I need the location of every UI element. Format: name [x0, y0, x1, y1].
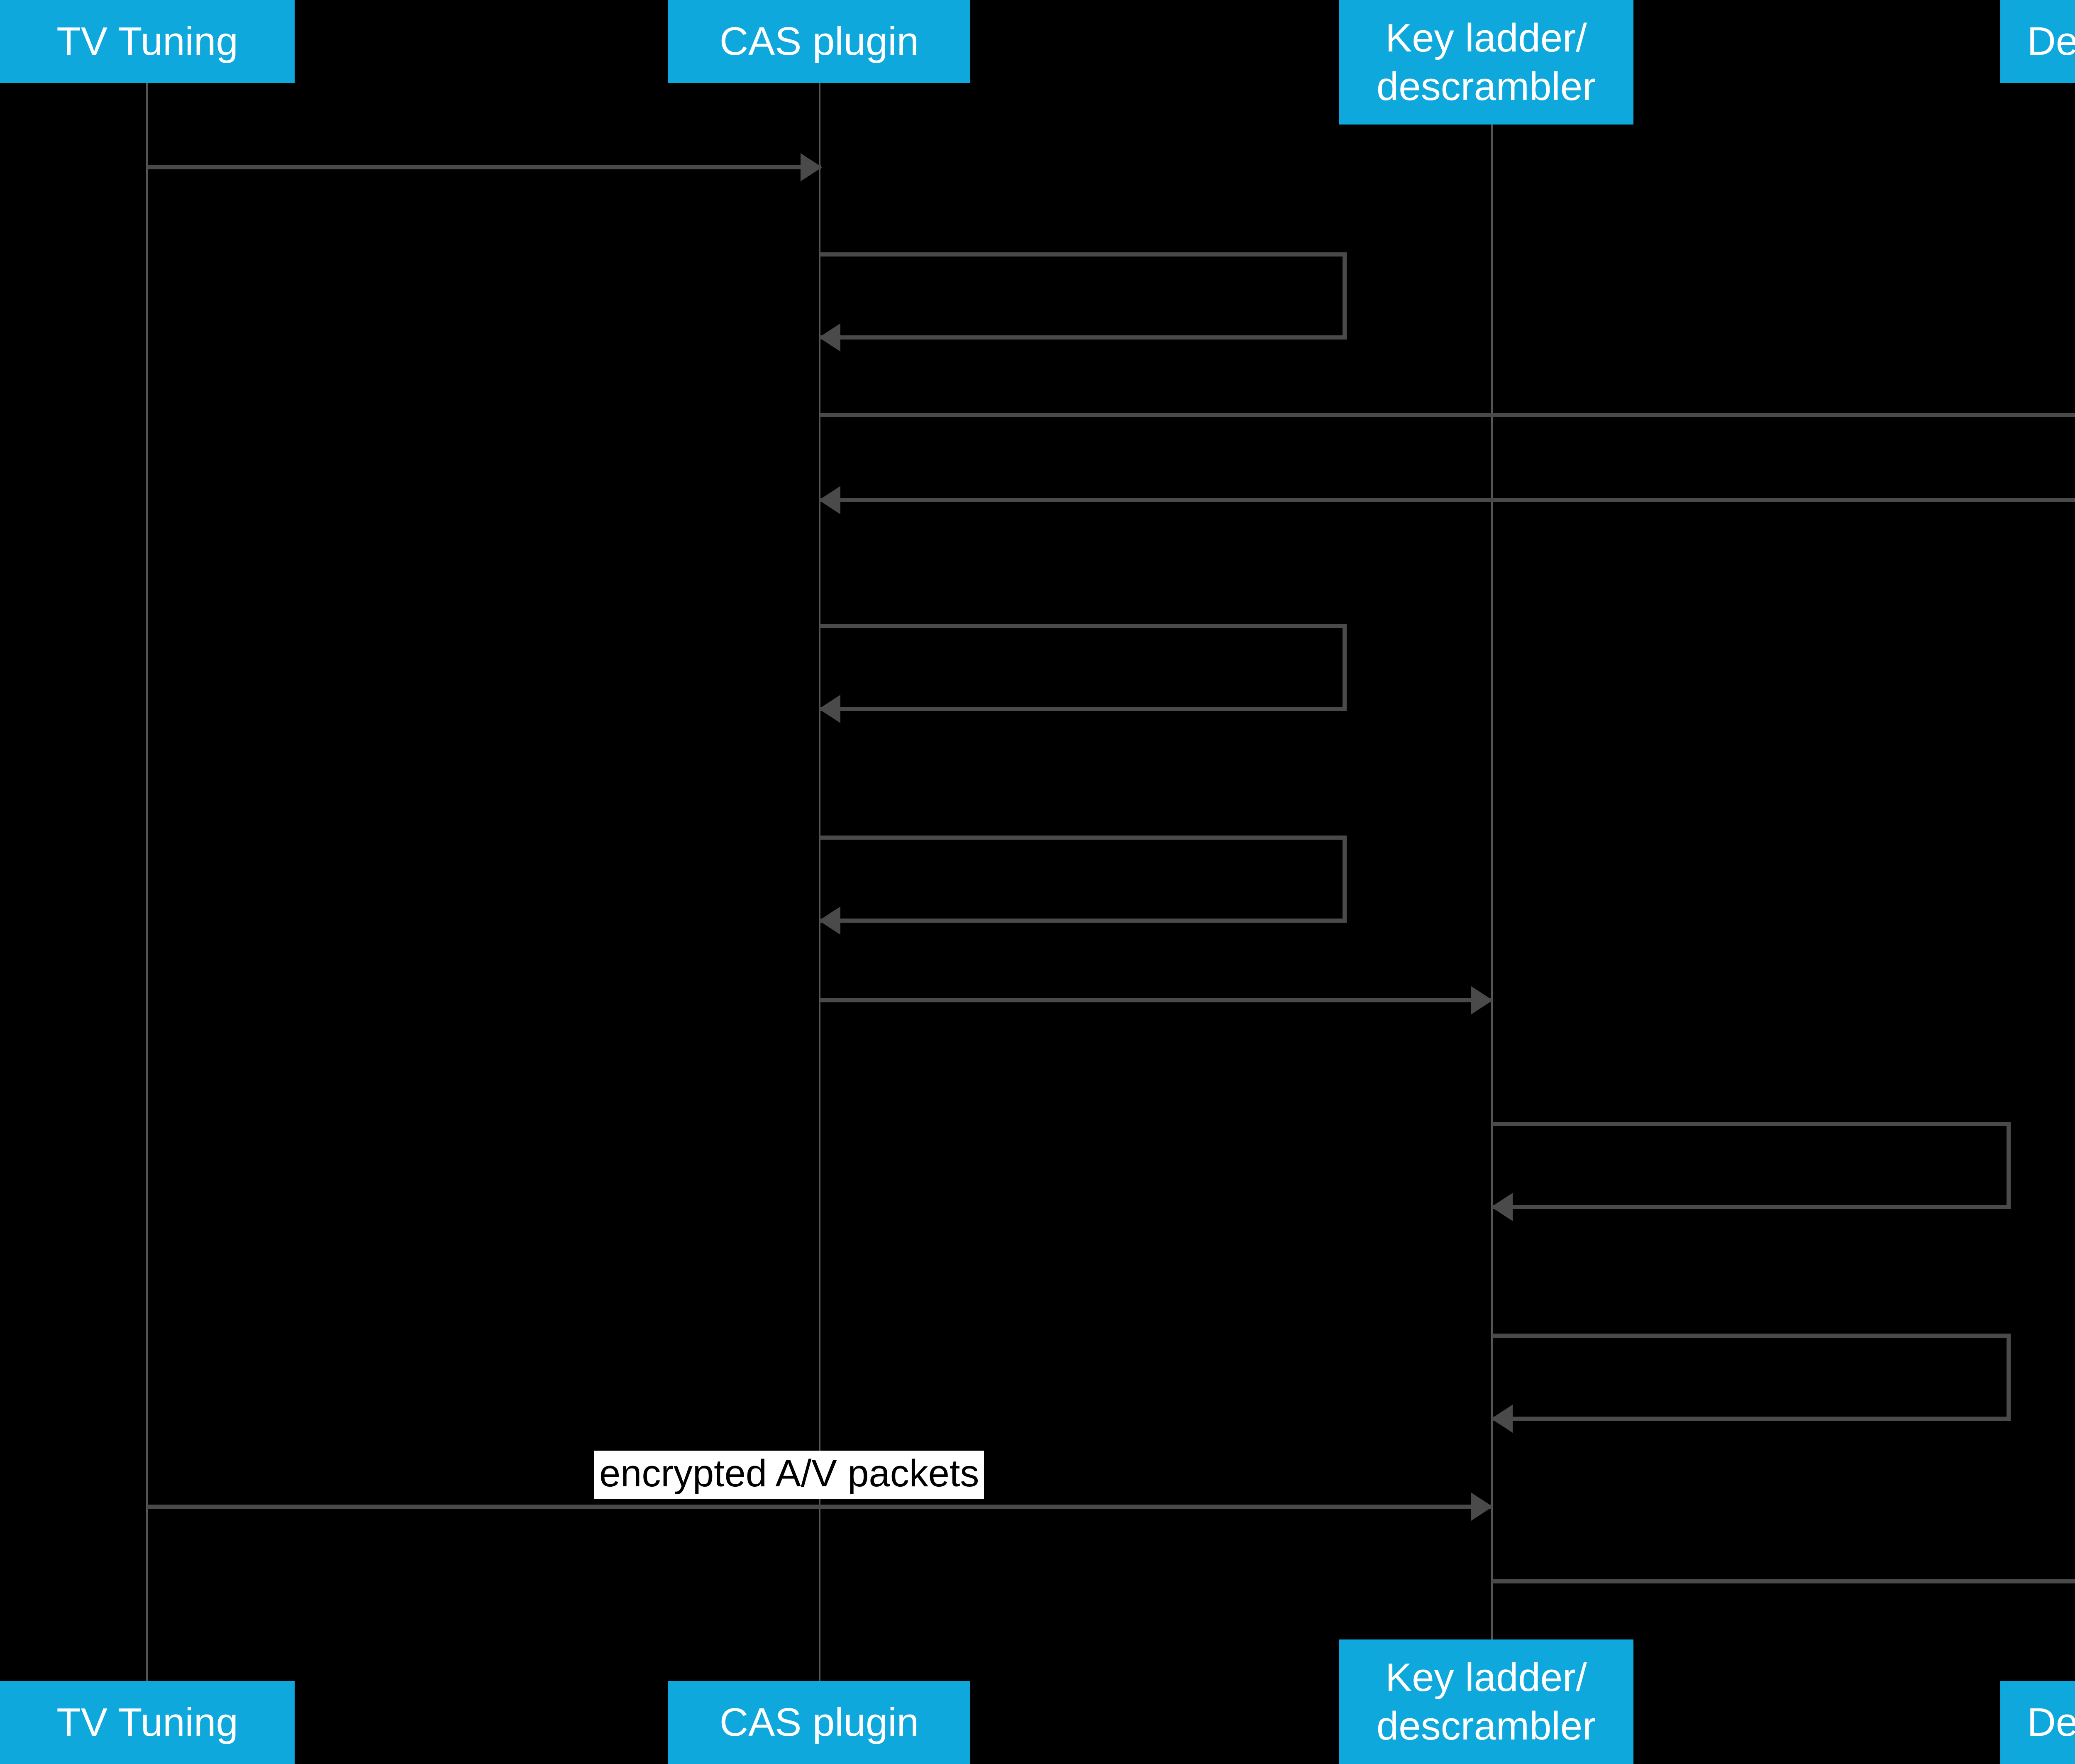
message-arrow-7-cas-plugin-to-key-ladder[interactable] — [820, 986, 1493, 1014]
self-message-8-key-ladder[interactable] — [1491, 1122, 2011, 1221]
self-message-right-segment — [1343, 836, 1347, 923]
arrowhead-left-icon — [1491, 1405, 1513, 1433]
self-message-top-segment — [1492, 1334, 2011, 1338]
self-message-right-segment — [1343, 252, 1347, 340]
arrowhead-right-icon — [801, 153, 822, 181]
arrowhead-right-icon — [1471, 986, 1493, 1014]
self-message-6-cas-plugin[interactable] — [819, 836, 1347, 935]
message-label-encrypted-av-packets: encrypted A/V packets — [594, 1451, 984, 1500]
self-message-bottom-segment — [1492, 1205, 2011, 1209]
arrowhead-left-icon — [1491, 1193, 1513, 1221]
participant-header-key-ladder[interactable]: Key ladder/ descrambler — [1339, 0, 1633, 125]
self-message-top-segment — [820, 836, 1347, 840]
message-arrow-4-ca-headend-to-cas-plugin[interactable] — [819, 486, 2075, 514]
self-message-right-segment — [2007, 1334, 2011, 1421]
message-arrow-1-tv-tuning-to-cas-plugin[interactable] — [147, 153, 822, 181]
arrowhead-left-icon — [819, 906, 840, 935]
arrowhead-right-icon — [1471, 1493, 1493, 1521]
arrowhead-left-icon — [819, 695, 840, 723]
participant-header-tv-tuning[interactable]: TV Tuning — [0, 0, 295, 83]
arrowhead-left-icon — [819, 486, 840, 514]
participant-footer-decode-display[interactable]: Decode, display — [2000, 1681, 2075, 1764]
participant-header-cas-plugin[interactable]: CAS plugin — [668, 0, 970, 83]
self-message-top-segment — [820, 624, 1347, 628]
lifeline-key-ladder — [1491, 46, 1493, 1644]
self-message-top-segment — [1492, 1122, 2011, 1126]
message-arrow-11-key-ladder-to-decode-display[interactable] — [1492, 1579, 2075, 1583]
self-message-9-key-ladder[interactable] — [1491, 1334, 2011, 1433]
lifeline-cas-plugin — [819, 46, 820, 1719]
self-message-2-cas-plugin[interactable] — [819, 252, 1347, 352]
lifeline-tv-tuning — [146, 46, 148, 1719]
participant-footer-tv-tuning[interactable]: TV Tuning — [0, 1681, 295, 1764]
self-message-top-segment — [820, 252, 1347, 257]
arrowhead-left-icon — [819, 323, 840, 352]
self-message-bottom-segment — [820, 335, 1347, 340]
self-message-5-cas-plugin[interactable] — [819, 624, 1347, 723]
self-message-right-segment — [2007, 1122, 2011, 1209]
self-message-bottom-segment — [820, 707, 1347, 711]
self-message-bottom-segment — [1492, 1417, 2011, 1421]
participant-footer-key-ladder[interactable]: Key ladder/ descrambler — [1339, 1639, 1633, 1764]
self-message-right-segment — [1343, 624, 1347, 711]
message-arrow-10-tv-tuning-to-key-ladder[interactable] — [147, 1493, 1493, 1521]
participant-header-decode-display[interactable]: Decode, display — [2000, 0, 2075, 83]
participant-footer-cas-plugin[interactable]: CAS plugin — [668, 1681, 970, 1764]
message-arrow-3-cas-plugin-to-ca-headend[interactable] — [820, 413, 2075, 417]
self-message-bottom-segment — [820, 919, 1347, 923]
